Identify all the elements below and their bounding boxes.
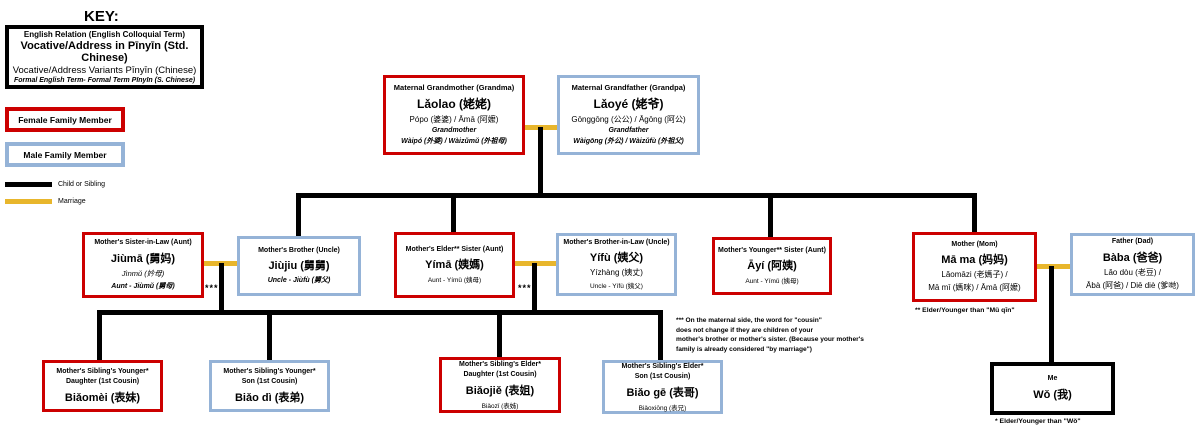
person-formal-term: Uncle - Yífù (姨父) bbox=[590, 283, 643, 291]
drop-to-elder-aunt bbox=[451, 196, 456, 232]
person-formal-term: Aunt - Yímǔ (姨母) bbox=[427, 277, 482, 285]
person-variants: Jìnmǔ (妗母) bbox=[121, 268, 165, 278]
key-line-vocative-pinyin: Vocative/Address in Pīnyīn (Std. Chinese… bbox=[20, 40, 189, 64]
person-box-cousin-younger-son: Mother's Sibling's Younger* Son (1st Cou… bbox=[209, 360, 330, 412]
legend-child-line-label: Child or Sibling bbox=[58, 181, 106, 188]
person-box-aunt-elder-sister: Mother's Elder** Sister (Aunt) Yímā (姨媽)… bbox=[394, 232, 515, 298]
person-title-line1: Mother's Sibling's Elder* bbox=[459, 360, 541, 368]
person-box-aunt-sister-in-law: Mother's Sister-in-Law (Aunt) Jiùmā (舅妈)… bbox=[82, 232, 204, 298]
child-line-uncle-marriage-drop bbox=[219, 263, 224, 313]
person-box-aunt-younger-sister: Mother's Younger** Sister (Aunt) Āyí (阿姨… bbox=[712, 237, 832, 295]
person-name: Biǎo gē (表哥) bbox=[626, 386, 699, 399]
person-box-me: Me Wǒ (我) bbox=[990, 362, 1115, 415]
person-formal-term: Wàipó (外婆) / Wàizǔmǔ (外祖母) bbox=[401, 137, 507, 145]
person-box-uncle-mothers-brother: Mother's Brother (Uncle) Jiùjiu (舅舅) Unc… bbox=[237, 236, 361, 296]
person-title-line1: Mother's Sibling's Younger* bbox=[223, 367, 316, 375]
sibling-line-second-generation bbox=[296, 193, 977, 198]
person-variants: Pópo (婆婆) / Āmā (阿嬤) bbox=[409, 114, 499, 124]
person-name: Lǎolao (姥姥) bbox=[417, 96, 491, 111]
person-variants: Biǎozǐ (表姊) bbox=[481, 402, 519, 410]
cousin-terminology-note: *** On the maternal side, the word for "… bbox=[676, 317, 864, 353]
person-name: Jiùjiu (舅舅) bbox=[268, 260, 330, 273]
person-name: Yífù (姨父) bbox=[589, 252, 644, 265]
person-box-father: Father (Dad) Bàba (爸爸) Lǎo dòu (老豆) / Āb… bbox=[1070, 233, 1195, 296]
person-title: Me bbox=[1047, 375, 1058, 383]
person-title-line1: Mother's Sibling's Elder* bbox=[621, 362, 704, 370]
person-box-cousin-younger-daughter: Mother's Sibling's Younger* Daughter (1s… bbox=[42, 360, 163, 412]
person-formal-term: Wàigōng (外公) / Wàizǔfù (外祖父) bbox=[573, 137, 684, 145]
person-variants: Gōnggōng (公公) / Āgōng (阿公) bbox=[571, 114, 686, 124]
asterisk-marker-elder-aunt-marriage: *** bbox=[518, 283, 532, 293]
drop-to-uncle bbox=[296, 196, 301, 236]
person-variants: Yízhàng (姨丈) bbox=[590, 268, 643, 278]
person-variants-1: Lǎomāzi (老媽子) / bbox=[941, 270, 1008, 280]
person-title: Mother's Elder** Sister (Aunt) bbox=[405, 245, 504, 253]
asterisk-marker-uncle-marriage: *** bbox=[205, 283, 219, 293]
mother-elder-younger-footnote: ** Elder/Younger than "Mǔ qīn" bbox=[915, 307, 1015, 314]
key-line-variants: Vocative/Address Variants Pīnyīn (Chines… bbox=[12, 65, 197, 76]
legend-marriage-line-swatch bbox=[5, 199, 52, 204]
person-name: Yímā (姨媽) bbox=[425, 259, 484, 272]
drop-to-mother bbox=[972, 196, 977, 232]
drop-to-younger-aunt bbox=[768, 196, 773, 237]
me-elder-younger-footnote: * Elder/Younger than "Wǒ" bbox=[995, 418, 1081, 425]
person-title-line1: Mother's Sibling's Younger* bbox=[56, 367, 149, 375]
person-formal-english: Grandmother bbox=[431, 126, 477, 134]
person-formal-term: Aunt - Yímǔ (姨母) bbox=[745, 278, 799, 286]
drop-to-cousin-elder-daughter bbox=[497, 313, 502, 357]
key-line-formal-term: Formal English Term- Formal Term Pīnyīn … bbox=[13, 77, 196, 84]
person-title: Mother's Sister-in-Law (Aunt) bbox=[94, 239, 192, 247]
person-box-maternal-grandmother: Maternal Grandmother (Grandma) Lǎolao (姥… bbox=[383, 75, 525, 155]
child-line-grandparents-drop bbox=[538, 127, 543, 196]
person-name: Biǎojiě (表姐) bbox=[465, 384, 535, 397]
legend-female-member: Female Family Member bbox=[5, 107, 125, 132]
sibling-line-cousins bbox=[97, 310, 663, 315]
key-line-english-relation: English Relation (English Colloquial Ter… bbox=[23, 30, 186, 39]
person-title-line2: Daughter (1st Cousin) bbox=[463, 371, 537, 378]
person-title: Mother (Mom) bbox=[951, 240, 998, 248]
person-title: Mother's Brother-in-Law (Uncle) bbox=[563, 238, 670, 246]
person-title-line2: Daughter (1st Cousin) bbox=[65, 378, 140, 385]
drop-to-cousin-younger-son bbox=[267, 313, 272, 360]
person-formal-english: Grandfather bbox=[608, 126, 649, 134]
person-title-line2: Son (1st Cousin) bbox=[634, 373, 691, 380]
key-legend-box: English Relation (English Colloquial Ter… bbox=[5, 25, 204, 89]
person-title: Maternal Grandmother (Grandma) bbox=[393, 83, 515, 93]
person-box-mother: Mother (Mom) Mā ma (妈妈) Lǎomāzi (老媽子) / … bbox=[912, 232, 1037, 302]
drop-to-cousin-younger-daughter bbox=[97, 313, 102, 360]
person-name: Wǒ (我) bbox=[1033, 388, 1072, 401]
person-box-cousin-elder-son: Mother's Sibling's Elder* Son (1st Cousi… bbox=[602, 360, 723, 414]
person-title: Mother's Brother (Uncle) bbox=[258, 246, 340, 254]
person-name: Biǎomèi (表妹) bbox=[64, 391, 141, 404]
person-name: Jiùmā (舅妈) bbox=[110, 252, 176, 265]
person-formal-term: Aunt - Jiùmǔ (舅母) bbox=[111, 282, 175, 290]
person-title: Mother's Younger** Sister (Aunt) bbox=[718, 246, 826, 254]
child-line-parents-drop bbox=[1049, 266, 1054, 362]
legend-male-member: Male Family Member bbox=[5, 142, 125, 167]
person-box-uncle-brother-in-law: Mother's Brother-in-Law (Uncle) Yífù (姨父… bbox=[556, 233, 677, 296]
person-box-maternal-grandfather: Maternal Grandfather (Grandpa) Lǎoyé (姥爷… bbox=[557, 75, 700, 155]
person-box-cousin-elder-daughter: Mother's Sibling's Elder* Daughter (1st … bbox=[439, 357, 561, 413]
person-title: Father (Dad) bbox=[1111, 238, 1154, 246]
person-variants-2: Mā mī (媽咪) / Āmā (阿嬤) bbox=[928, 283, 1021, 293]
drop-to-cousin-elder-son bbox=[658, 313, 663, 360]
child-line-elder-aunt-marriage-drop bbox=[532, 263, 537, 313]
person-variants-2: Ābà (阿爸) / Diē diè (爹哋) bbox=[1086, 280, 1179, 290]
legend-male-label: Male Family Member bbox=[23, 149, 107, 160]
person-name: Āyí (阿姨) bbox=[747, 260, 797, 273]
person-title: Maternal Grandfather (Grandpa) bbox=[571, 83, 686, 93]
person-name: Bàba (爸爸) bbox=[1102, 251, 1163, 264]
legend-marriage-line-label: Marriage bbox=[58, 198, 86, 205]
person-name: Mā ma (妈妈) bbox=[941, 254, 1008, 267]
person-formal-term: Uncle - Jiùfù (舅父) bbox=[267, 277, 331, 285]
legend-female-label: Female Family Member bbox=[18, 114, 112, 125]
person-variants: Biǎoxiōng (表兄) bbox=[638, 404, 687, 412]
key-title: KEY: bbox=[84, 8, 119, 25]
person-variants-1: Lǎo dòu (老豆) / bbox=[1104, 267, 1161, 277]
person-name: Biǎo dì (表弟) bbox=[234, 391, 305, 404]
legend-child-line-swatch bbox=[5, 182, 52, 187]
person-title-line2: Son (1st Cousin) bbox=[241, 378, 298, 385]
person-name: Lǎoyé (姥爷) bbox=[593, 96, 664, 111]
